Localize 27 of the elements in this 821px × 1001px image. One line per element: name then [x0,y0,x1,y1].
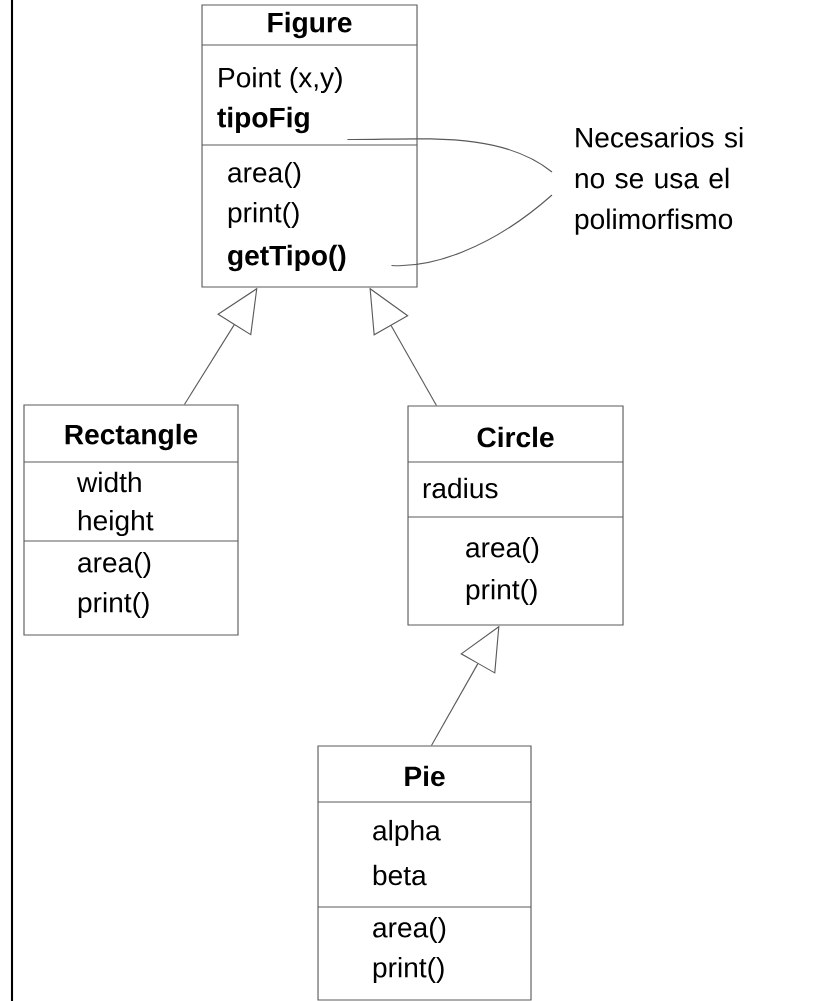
member-text: tipoFig [217,106,309,134]
member-text: radius [423,477,498,499]
member-text: Point (x,y) [219,66,342,94]
member-text: getTipo() [228,244,346,272]
class-name: Pie [405,765,445,787]
member-text: area() [228,161,301,189]
member-text: area() [78,551,151,579]
note-text: Necesarios si no se usa el polimorfismo [575,127,743,235]
member-text: alpha [373,819,441,847]
member-text: width [76,471,141,493]
class-box [23,404,239,636]
member-text: area() [466,536,539,564]
leader-line [346,138,553,173]
member-text: print() [78,591,149,619]
member-text: beta [373,864,427,886]
class-box [317,745,532,1001]
member-text: area() [373,916,446,944]
class-box [407,405,624,626]
class-name: Rectangle [65,423,198,451]
member-text: print() [228,201,299,229]
leader-line [390,194,553,267]
class-name: Circle [477,426,554,448]
member-text: print() [373,956,444,984]
member-text: height [78,509,154,537]
class-name: Figure [268,11,352,39]
class-box [201,4,418,288]
member-text: print() [466,578,537,606]
